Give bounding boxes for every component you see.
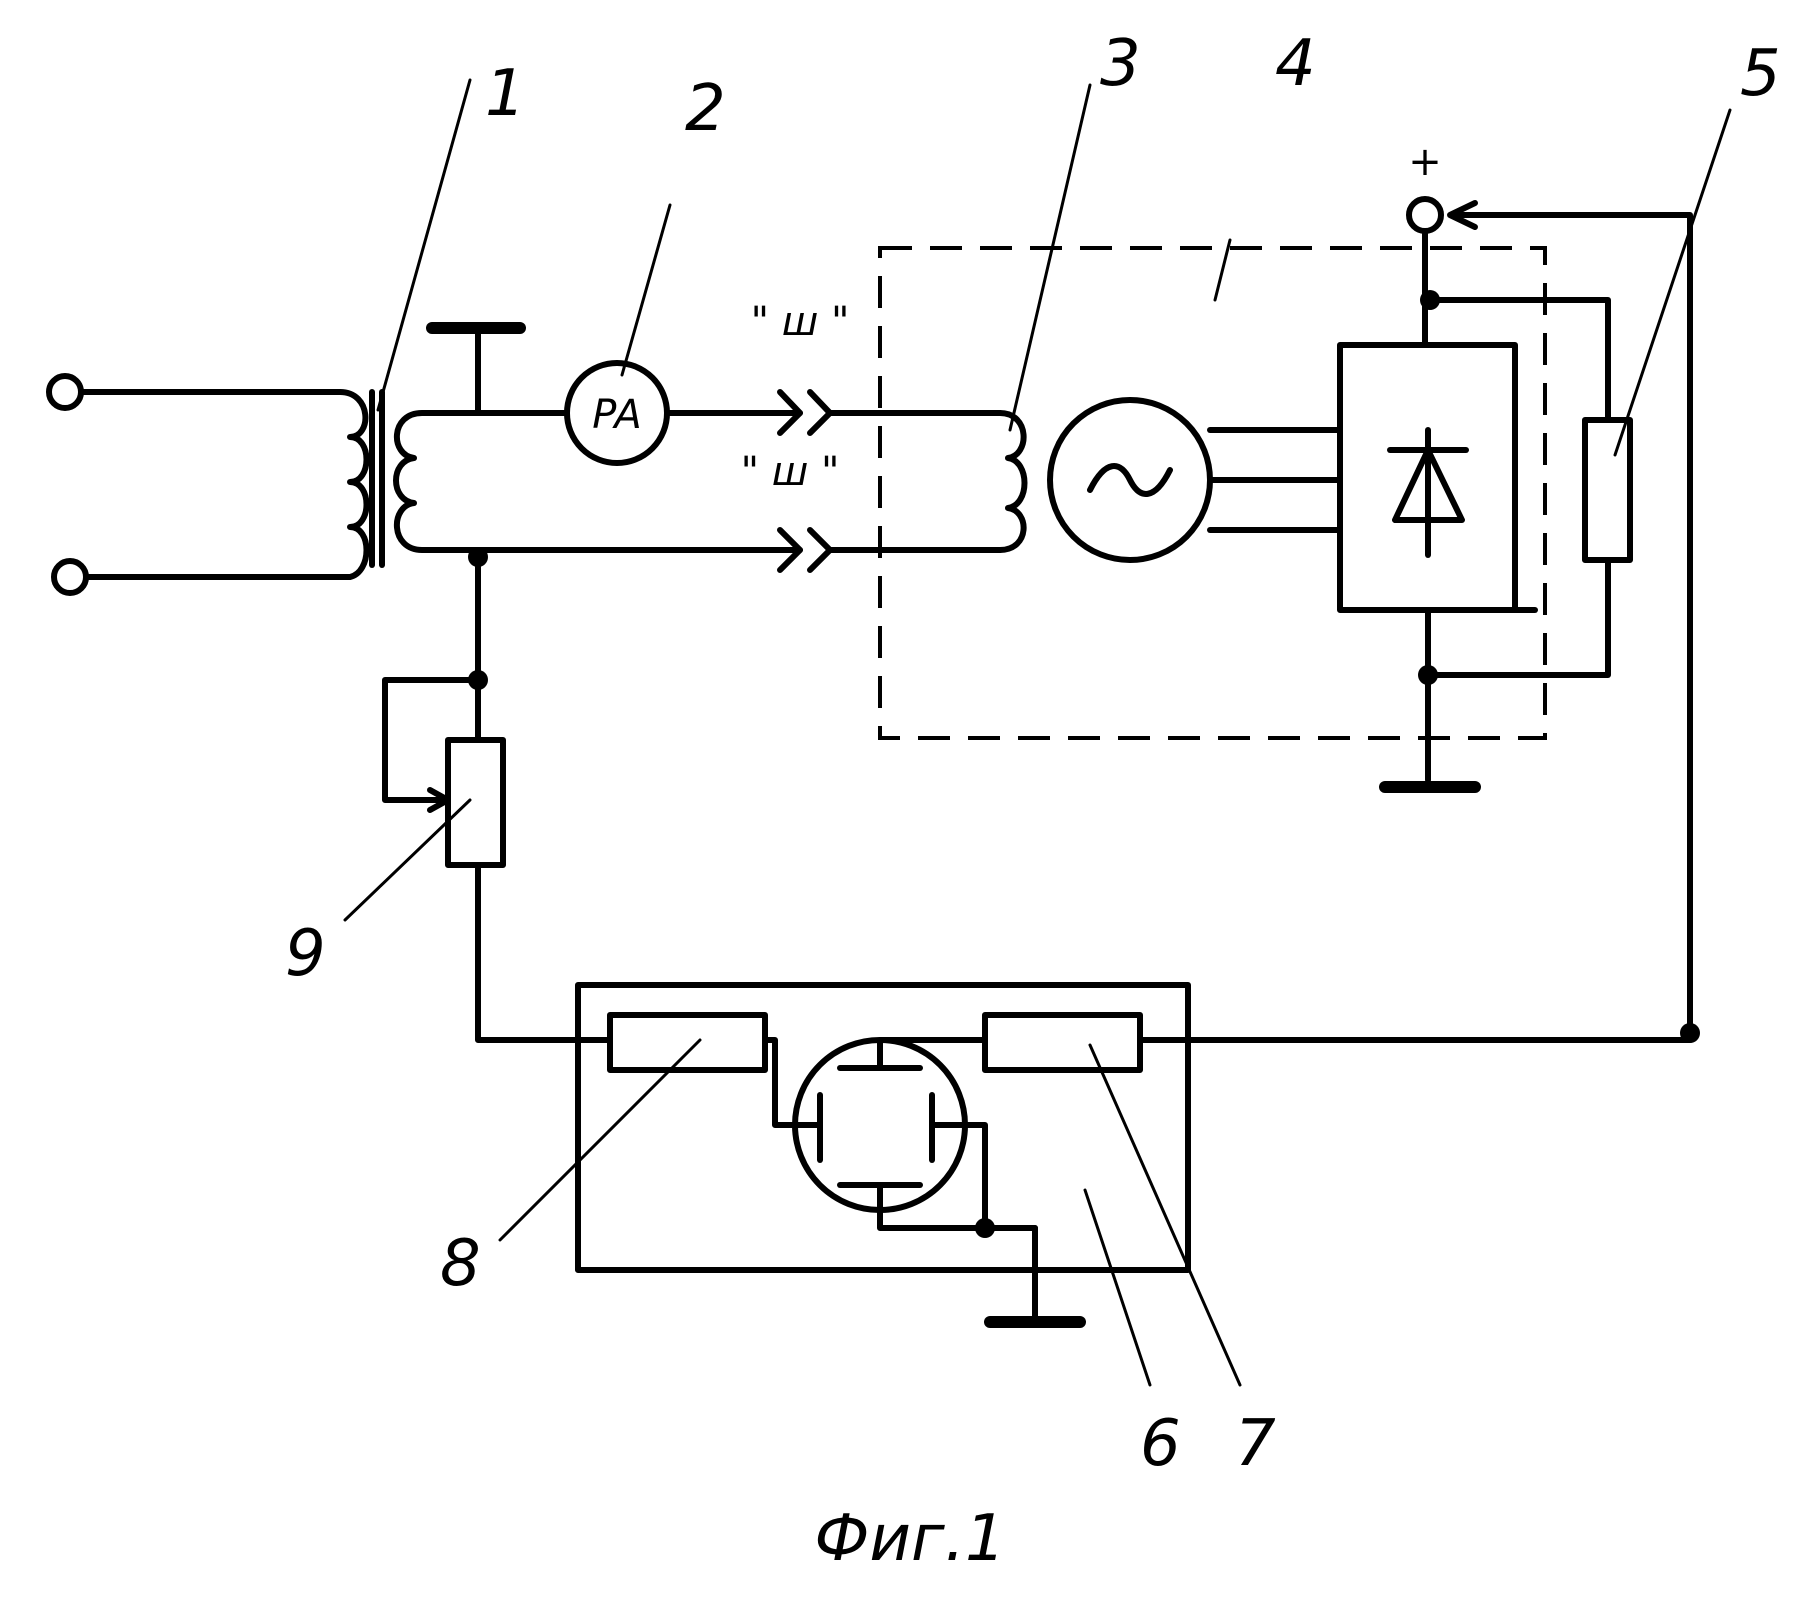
label-6: 6 xyxy=(1140,1407,1181,1481)
label-9: 9 xyxy=(285,917,326,991)
feedback-wire xyxy=(1447,200,1693,1036)
resistor-8 xyxy=(607,1012,768,1073)
label-4: 4 xyxy=(1275,27,1316,101)
primary-winding xyxy=(337,389,370,580)
ammeter-label: PA xyxy=(592,392,642,438)
ac-generator xyxy=(1047,397,1343,563)
ammeter-2: PA xyxy=(475,360,1003,466)
plug-label-top: " ш " xyxy=(751,299,850,345)
ground-top xyxy=(426,322,526,416)
secondary-winding xyxy=(393,410,481,553)
enclosure-4 xyxy=(878,246,1547,740)
ac-symbol-icon xyxy=(1087,463,1173,497)
input-terminal-bottom xyxy=(51,558,89,596)
label-2: 2 xyxy=(685,72,726,146)
coil-3 xyxy=(997,410,1028,553)
unit-6 xyxy=(575,982,1700,1328)
unit-6-box xyxy=(575,982,1191,1273)
label-3: 3 xyxy=(1100,27,1141,101)
plug-label-bottom: " ш " xyxy=(741,449,840,495)
plug-bottom-line xyxy=(475,527,1003,573)
rectifier-block xyxy=(1337,342,1518,613)
plus-terminal xyxy=(1406,196,1444,234)
plus-label: + xyxy=(1408,139,1442,185)
input-terminals xyxy=(46,373,353,596)
leader-lines xyxy=(343,78,1732,1387)
label-7: 7 xyxy=(1235,1407,1276,1481)
plus-terminal-group: + xyxy=(1379,139,1611,793)
input-terminal-top xyxy=(46,373,84,411)
label-1: 1 xyxy=(485,57,526,131)
rheostat-9 xyxy=(382,547,581,1043)
rheostat-body xyxy=(445,737,506,868)
resistor-7 xyxy=(982,1012,1143,1073)
figure-caption: Фиг.1 xyxy=(814,1502,1005,1576)
resistor-5 xyxy=(1582,417,1633,563)
label-5: 5 xyxy=(1740,37,1781,111)
label-8: 8 xyxy=(440,1227,481,1301)
transformer-1 xyxy=(337,389,481,580)
